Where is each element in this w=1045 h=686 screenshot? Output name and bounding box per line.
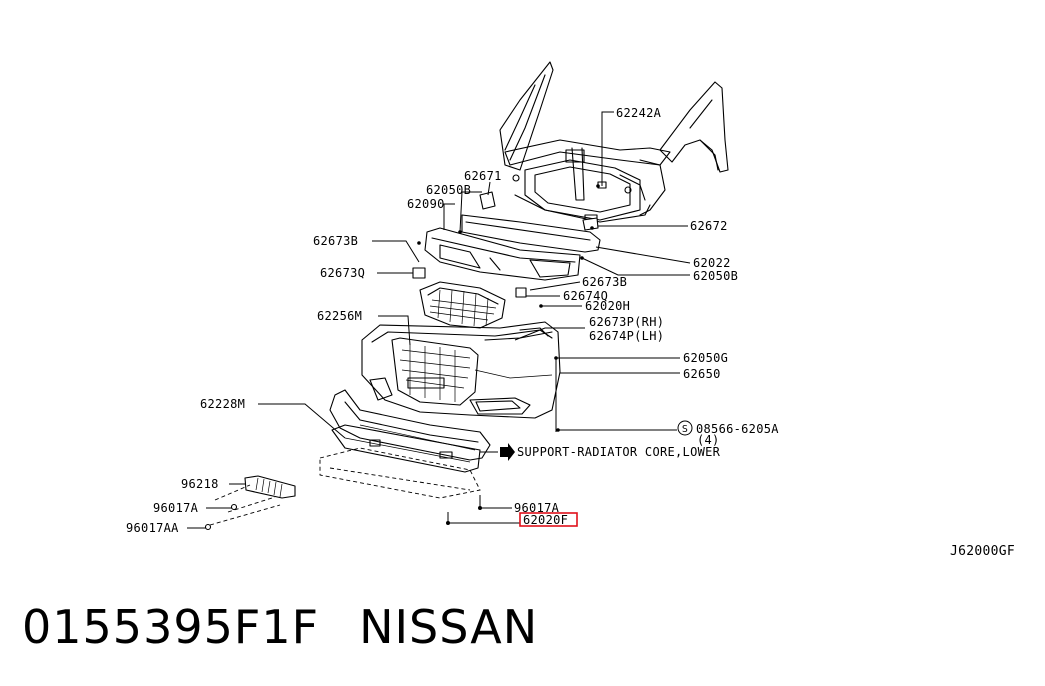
callout-62020H[interactable]: 62020H <box>585 299 630 313</box>
callout-62020F[interactable]: 62020F <box>523 513 568 527</box>
callout-62673P[interactable]: 62673P(RH) <box>589 315 664 329</box>
callout-62673B-left[interactable]: 62673B <box>313 234 358 248</box>
callout-62671[interactable]: 62671 <box>464 169 502 183</box>
callout-96017AA[interactable]: 96017AA <box>126 521 179 535</box>
callout-96017A-right[interactable]: 96017A <box>514 501 560 515</box>
fastener-marks <box>417 184 600 525</box>
callout-62050B-right[interactable]: 62050B <box>693 269 738 283</box>
callout-62674Q[interactable]: 62674Q <box>563 289 608 303</box>
callout-62050B-top[interactable]: 62050B <box>426 183 471 197</box>
lower-support-drawing <box>319 389 491 499</box>
callout-support-radiator-core[interactable]: SUPPORT-RADIATOR CORE,LOWER <box>517 445 721 459</box>
callout-62673B-mid[interactable]: 62673B <box>582 275 627 289</box>
circled-symbol-text: S <box>682 424 688 435</box>
callout-62672[interactable]: 62672 <box>690 219 728 233</box>
grille-frame-drawing <box>412 227 581 298</box>
front-grille-drawing <box>419 281 506 329</box>
callout-08566-6205A[interactable]: 08566-6205A <box>696 422 779 436</box>
callout-62256M[interactable]: 62256M <box>317 309 362 323</box>
callout-62050G[interactable]: 62050G <box>683 351 728 365</box>
callout-62650[interactable]: 62650 <box>683 367 721 381</box>
callout-62022[interactable]: 62022 <box>693 256 731 270</box>
callout-96218[interactable]: 96218 <box>181 477 219 491</box>
leader-lines <box>187 111 691 529</box>
callout-96017A-left[interactable]: 96017A <box>153 501 199 515</box>
brand-name: NISSAN <box>359 600 539 654</box>
part-number: 0155395F1F <box>22 600 320 654</box>
callout-62090[interactable]: 62090 <box>407 197 445 211</box>
upper-reinforcement-drawing <box>461 191 601 253</box>
callout-62242A[interactable]: 62242A <box>616 106 662 120</box>
callout-62673Q[interactable]: 62673Q <box>320 266 365 280</box>
arrow-right-icon <box>500 443 515 461</box>
callout-62228M[interactable]: 62228M <box>200 397 245 411</box>
footer-caption: 0155395F1F NISSAN <box>22 600 538 654</box>
air-guide-drawing <box>204 475 296 531</box>
radiator-core-support-drawing <box>499 61 729 224</box>
highlight-box-62020F <box>519 512 578 527</box>
drawing-code: J62000GF <box>950 544 1015 559</box>
bumper-fascia-drawing <box>361 321 561 419</box>
callout-62674P[interactable]: 62674P(LH) <box>589 329 664 343</box>
circled-s-icon: S <box>677 420 693 436</box>
callout-quantity: (4) <box>697 433 720 447</box>
